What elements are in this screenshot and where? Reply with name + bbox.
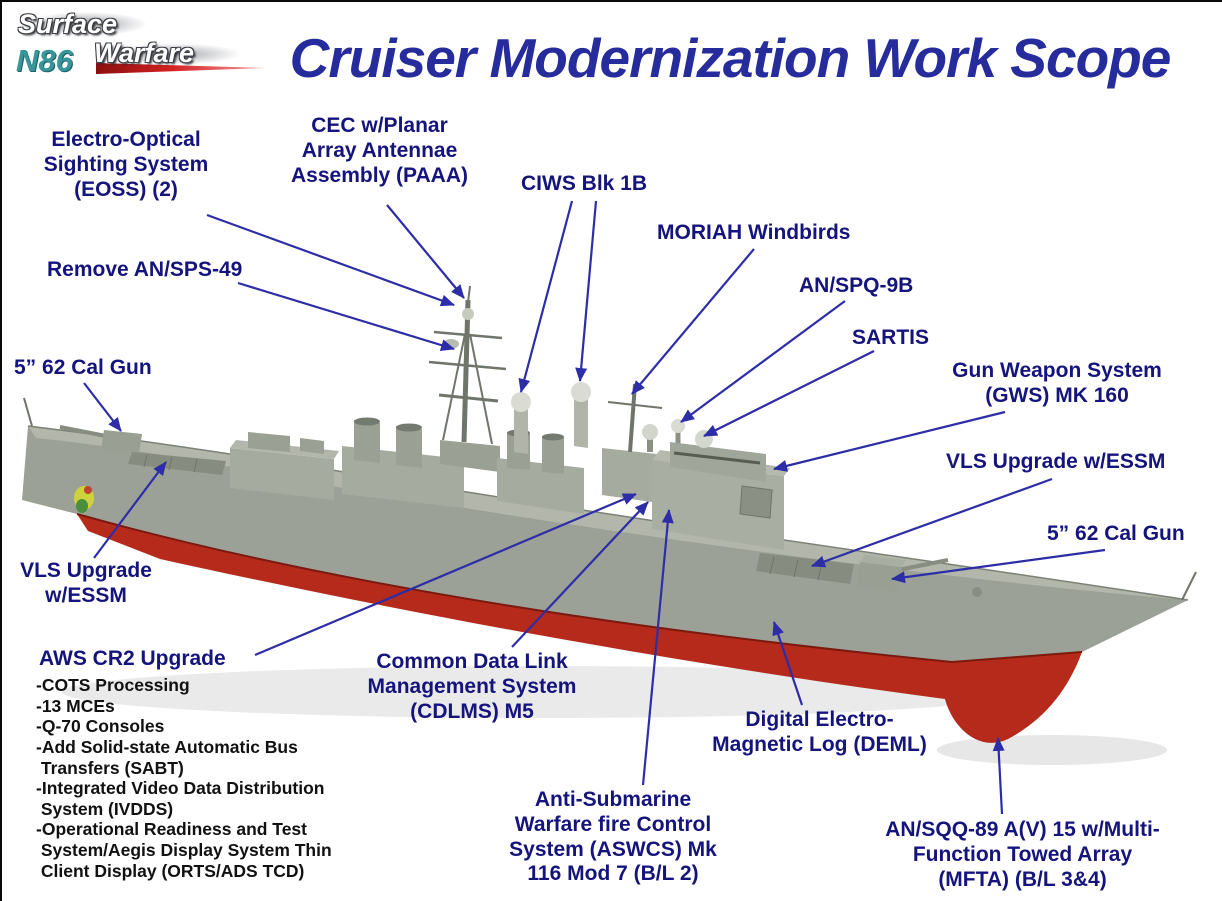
logo-red-swoosh xyxy=(96,63,266,74)
label-aws-cr2-details: -COTS Processing -13 MCEs -Q-70 Consoles… xyxy=(36,675,332,881)
aft-vls-launcher xyxy=(128,452,226,475)
hull-below-waterline xyxy=(77,514,1082,743)
forward-gun-mount xyxy=(857,555,949,592)
arrow-gun-right xyxy=(891,548,1106,584)
label-vls-upgrade-left: VLS Upgrade w/ESSM xyxy=(20,559,152,607)
callout-arrows xyxy=(83,200,1106,815)
arrow-deml xyxy=(772,621,804,706)
arrow-sps49 xyxy=(237,281,455,351)
label-gun-left: 5” 62 Cal Gun xyxy=(14,356,152,379)
arrow-spq9b xyxy=(680,300,846,423)
label-gun-right: 5” 62 Cal Gun xyxy=(1047,522,1185,545)
stern-flagstaff xyxy=(23,397,33,427)
arrow-vls-left xyxy=(93,461,167,559)
bridge-superstructure xyxy=(652,430,790,550)
waterline xyxy=(76,513,1083,664)
lattice-mast xyxy=(428,285,507,472)
label-aws-cr2-title: AWS CR2 Upgrade xyxy=(39,647,226,670)
ship-illustration xyxy=(22,285,1197,765)
arrow-vls-right xyxy=(811,477,1053,568)
label-cdlms: Common Data Link Management System (CDLM… xyxy=(367,650,577,723)
jack-staff xyxy=(1181,571,1197,601)
label-eoss: Electro-Optical Sighting System (EOSS) (… xyxy=(43,128,209,201)
aft-deckhouse xyxy=(230,432,339,500)
arrow-cec xyxy=(386,204,465,299)
arrow-gun-left xyxy=(83,382,122,432)
label-moriah-windbirds: MORIAH Windbirds xyxy=(657,221,851,244)
arrow-ciws-aft xyxy=(575,200,598,382)
label-deml: Digital Electro- Magnetic Log (DEML) xyxy=(712,708,927,756)
bow-capstan xyxy=(972,587,982,597)
funnel-group xyxy=(342,417,464,508)
arrow-gws xyxy=(773,410,1006,472)
arrow-moriah xyxy=(631,248,755,395)
logo-background-smudge xyxy=(8,6,268,90)
aft-gun-mount xyxy=(59,425,142,454)
label-sartis: SARTIS xyxy=(852,326,930,349)
logo-n86-text: N86 xyxy=(16,43,73,78)
label-cec-paaa: CEC w/Planar Array Antennae Assembly (PA… xyxy=(291,114,468,187)
midship-structure xyxy=(497,429,584,514)
arrow-eoss xyxy=(206,213,455,307)
arrow-aswcs xyxy=(641,509,674,786)
label-aswcs: Anti-Submarine Warfare fire Control Syst… xyxy=(509,788,717,886)
arrow-cdlms xyxy=(511,501,649,648)
arrow-sqq89 xyxy=(992,737,1005,815)
page-title: Cruiser Modernization Work Scope xyxy=(289,27,1172,89)
arrow-sartis xyxy=(703,350,875,437)
label-vls-upgrade-right: VLS Upgrade w/ESSM xyxy=(946,450,1166,473)
ship-shadow xyxy=(62,666,1022,718)
logo-warfare-text: Warfare xyxy=(94,38,195,68)
stern-crest xyxy=(74,486,94,513)
label-remove-sps49: Remove AN/SPS-49 xyxy=(47,258,243,281)
bow-shadow xyxy=(937,735,1167,765)
logo-surface-text: Surface xyxy=(18,9,118,39)
ciws-mount-forward xyxy=(511,392,531,454)
arrow-ciws-forward xyxy=(518,200,574,393)
label-an-sqq-89: AN/SQQ-89 A(V) 15 w/Multi- Function Towe… xyxy=(885,818,1160,891)
surface-warfare-n86-logo: Surface N86 Warfare xyxy=(8,6,268,90)
label-ciws: CIWS Blk 1B xyxy=(521,172,648,195)
label-gws-mk160: Gun Weapon System (GWS) MK 160 xyxy=(952,359,1162,407)
ciws-mount-aft xyxy=(571,382,591,448)
arrow-aws xyxy=(254,492,637,657)
label-an-spq-9b: AN/SPQ-9B xyxy=(799,274,914,297)
